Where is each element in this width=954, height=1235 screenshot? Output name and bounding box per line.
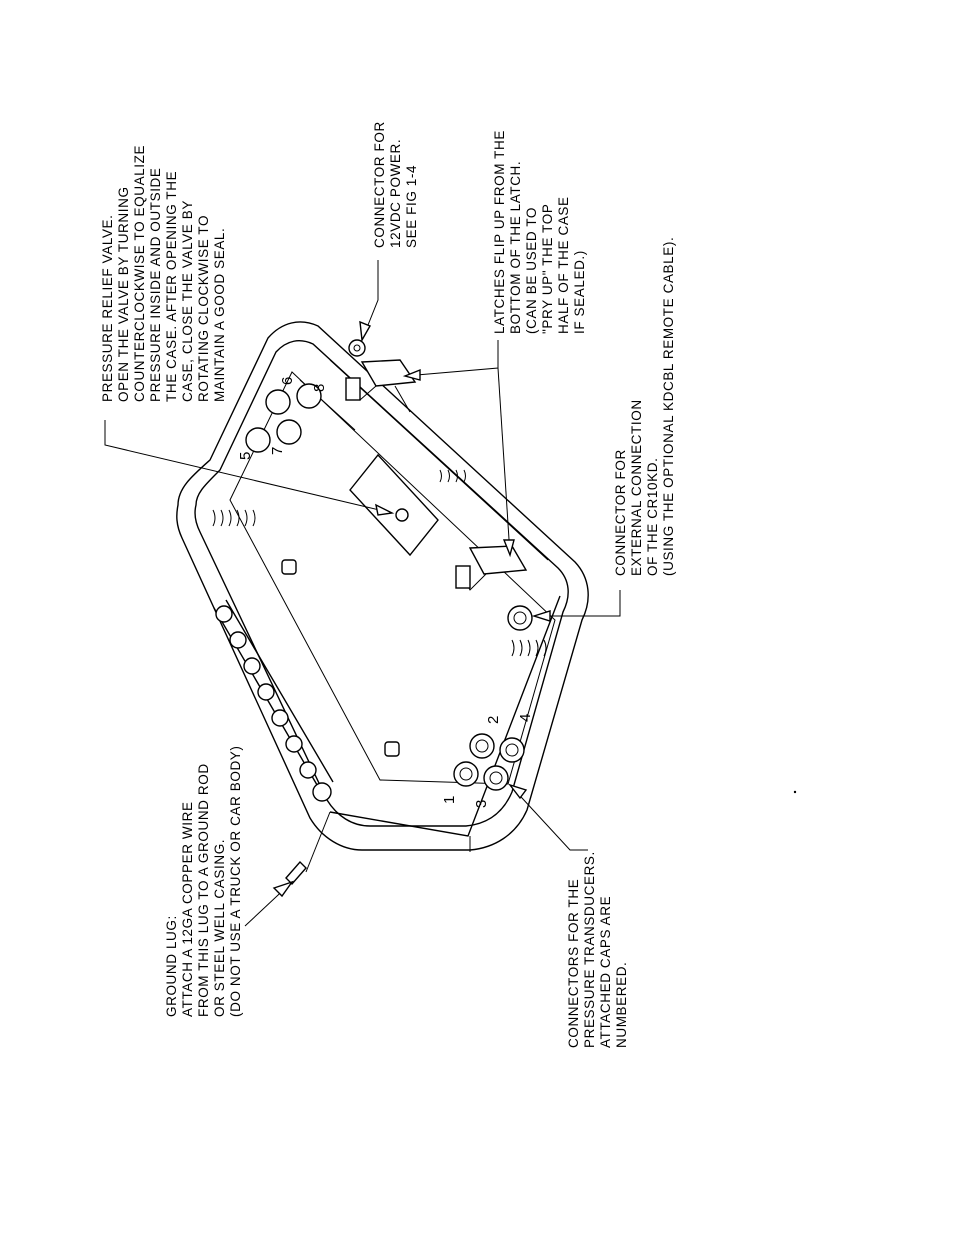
svg-text:FROM THIS LUG TO A GROUND ROD: FROM THIS LUG TO A GROUND ROD xyxy=(196,763,211,1017)
svg-text:IF SEALED.): IF SEALED.) xyxy=(572,250,587,334)
svg-text:HALF OF THE CASE: HALF OF THE CASE xyxy=(556,196,571,334)
svg-text:OR STEEL WELL CASING.: OR STEEL WELL CASING. xyxy=(212,839,227,1017)
latch-lower xyxy=(455,545,528,591)
port-number-5: 5 xyxy=(237,452,254,460)
svg-text:OF THE CR10KD.: OF THE CR10KD. xyxy=(645,458,660,576)
external-connector xyxy=(507,605,533,631)
port-number-7: 7 xyxy=(269,447,286,455)
callout-ground-lug: GROUND LUG: ATTACH A 12GA COPPER WIRE FR… xyxy=(164,746,243,1018)
port-number-3: 3 xyxy=(473,800,490,808)
svg-text:12VDC POWER.: 12VDC POWER. xyxy=(388,139,403,248)
svg-text:MAINTAIN A GOOD SEAL.: MAINTAIN A GOOD SEAL. xyxy=(212,228,227,402)
svg-text:ROTATING CLOCKWISE TO: ROTATING CLOCKWISE TO xyxy=(196,215,211,402)
callout-latches: LATCHES FLIP UP FROM THE BOTTOM OF THE L… xyxy=(492,130,587,334)
svg-text:LATCHES FLIP UP FROM THE: LATCHES FLIP UP FROM THE xyxy=(492,130,507,334)
svg-text:CASE, CLOSE THE VALVE BY: CASE, CLOSE THE VALVE BY xyxy=(180,200,195,402)
svg-text:ATTACH A 12GA COPPER WIRE: ATTACH A 12GA COPPER WIRE xyxy=(180,801,195,1017)
port-number-4: 4 xyxy=(517,714,534,722)
svg-text:PRESSURE RELIEF VALVE.: PRESSURE RELIEF VALVE. xyxy=(100,214,115,402)
grip-ridges xyxy=(212,469,547,657)
callout-transducer-connectors: CONNECTORS FOR THE PRESSURE TRANSDUCERS.… xyxy=(566,851,629,1048)
svg-text:EXTERNAL CONNECTION: EXTERNAL CONNECTION xyxy=(629,399,644,576)
svg-text:THE CASE. AFTER OPENING THE: THE CASE. AFTER OPENING THE xyxy=(164,171,179,402)
svg-text:(DO NOT USE A TRUCK OR CAR BOD: (DO NOT USE A TRUCK OR CAR BODY) xyxy=(228,746,243,1018)
svg-text:"PRY UP" THE TOP: "PRY UP" THE TOP xyxy=(540,204,555,334)
port-number-2: 2 xyxy=(485,716,502,724)
svg-text:NUMBERED.: NUMBERED. xyxy=(614,962,629,1048)
callout-external-connector: CONNECTOR FOR EXTERNAL CONNECTION OF THE… xyxy=(613,237,676,576)
callout-relief-valve: PRESSURE RELIEF VALVE. OPEN THE VALVE BY… xyxy=(100,145,227,402)
svg-text:CONNECTOR FOR: CONNECTOR FOR xyxy=(372,121,387,248)
svg-text:COUNTERCLOCKWISE TO EQUALIZE: COUNTERCLOCKWISE TO EQUALIZE xyxy=(132,145,147,402)
svg-text:BOTTOM OF THE LATCH.: BOTTOM OF THE LATCH. xyxy=(508,161,523,334)
svg-text:CONNECTOR FOR: CONNECTOR FOR xyxy=(613,449,628,576)
latch-upper xyxy=(345,359,417,413)
svg-text:CONNECTORS FOR THE: CONNECTORS FOR THE xyxy=(566,879,581,1048)
svg-text:PRESSURE TRANSDUCERS.: PRESSURE TRANSDUCERS. xyxy=(582,851,597,1048)
leader-lines xyxy=(104,260,621,927)
svg-text:ATTACHED CAPS ARE: ATTACHED CAPS ARE xyxy=(598,896,613,1048)
hinge xyxy=(213,599,334,802)
svg-text:(CAN BE USED TO: (CAN BE USED TO xyxy=(524,207,539,334)
case-outer-shell xyxy=(176,321,589,851)
port-numbers: 5 6 7 8 1 2 3 4 xyxy=(237,377,534,808)
port-number-8: 8 xyxy=(311,384,328,392)
svg-text:OPEN THE VALVE BY TURNING: OPEN THE VALVE BY TURNING xyxy=(116,186,131,402)
svg-text:GROUND LUG:: GROUND LUG: xyxy=(164,915,179,1017)
svg-text:PRESSURE INSIDE AND OUTSIDE: PRESSURE INSIDE AND OUTSIDE xyxy=(148,168,163,403)
port-number-6: 6 xyxy=(279,377,296,385)
port-number-1: 1 xyxy=(441,796,458,804)
callout-power-connector: CONNECTOR FOR 12VDC POWER. SEE FIG 1-4 xyxy=(372,121,419,248)
case-rim xyxy=(194,340,569,827)
case-drawing xyxy=(176,321,797,886)
standoffs xyxy=(281,559,400,757)
power-connector xyxy=(348,339,366,357)
ground-lug xyxy=(285,860,307,886)
transducer-connectors xyxy=(453,733,525,791)
svg-text:SEE FIG 1-4: SEE FIG 1-4 xyxy=(404,165,419,248)
svg-text:(USING THE OPTIONAL KDCBL REMO: (USING THE OPTIONAL KDCBL REMOTE CABLE). xyxy=(661,237,676,576)
relief-valve xyxy=(349,453,439,557)
